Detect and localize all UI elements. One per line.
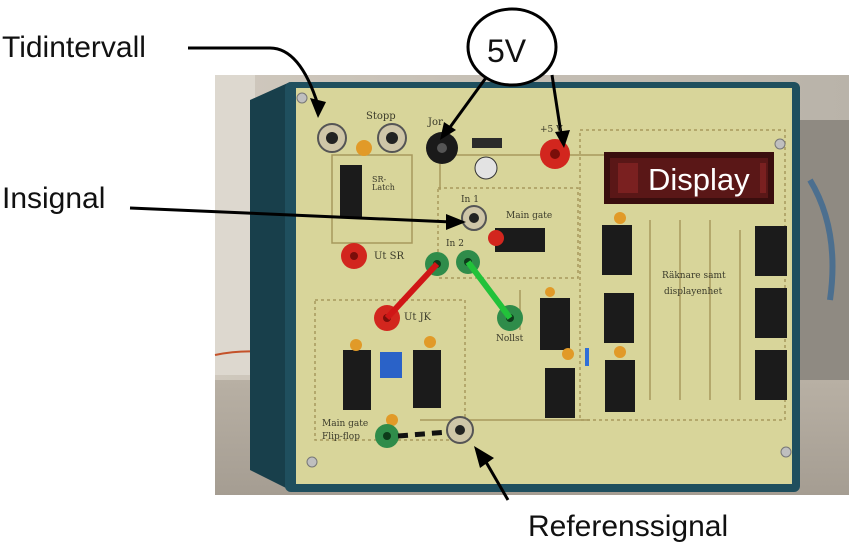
silk-in2: In 2 [446, 239, 464, 249]
jack-ut-sr-red [341, 243, 367, 269]
diode [472, 138, 502, 148]
electrolytic-capacitor [474, 156, 498, 180]
jack-reference [446, 416, 474, 444]
label-tidintervall: Tidintervall [2, 31, 146, 64]
jack-stopp-right [377, 123, 407, 153]
silk-main-gate-ff: Main gate [322, 419, 369, 429]
wire-dashed [397, 429, 449, 439]
arrowheads [310, 98, 570, 468]
silk-sr-latch: SR- Latch [372, 175, 395, 192]
arrow-tidintervall [188, 46, 320, 106]
voltage-callout-circle [466, 7, 558, 87]
jack-5v-red [540, 139, 570, 169]
mounting-screws [296, 92, 792, 468]
arrowhead-5v-ground [440, 122, 456, 140]
silk-displayenhet: displayenhet [664, 287, 723, 297]
annotation-arrows [129, 46, 564, 501]
capacitors [350, 140, 626, 426]
arrow-insignal [129, 206, 453, 224]
silk-ut-jk: Ut JK [404, 312, 432, 323]
silk-flip-flop: Flip-flop [322, 432, 360, 442]
led-blue [585, 348, 589, 366]
label-display: Display [648, 162, 750, 197]
arrowhead-referenssignal [474, 446, 494, 468]
silk-nollst: Nollst [496, 334, 524, 344]
label-5v: 5V [487, 33, 527, 69]
arrow-5v-red [550, 74, 564, 141]
label-referenssignal: Referenssignal [528, 510, 729, 543]
jack-stopp-left [317, 123, 347, 153]
arrowhead-insignal [446, 214, 466, 230]
jack-in1 [461, 205, 487, 231]
silk-stopp: Stopp [366, 111, 396, 122]
silk-main-gate: Main gate [506, 211, 553, 221]
arrow-5v-ground [446, 74, 490, 131]
label-insignal: Insignal [2, 182, 106, 215]
wire-red [384, 261, 440, 321]
arrowhead-5v-red [555, 130, 570, 148]
silk-jord: Jor [428, 117, 443, 128]
wire-green [465, 260, 513, 320]
jack-small-red [488, 230, 504, 246]
arrow-referenssignal [484, 461, 510, 501]
arrowhead-tidintervall [310, 98, 326, 118]
silk-rakneare: Räknare samt [662, 271, 726, 281]
display-module [604, 152, 774, 204]
jack-ff-green [375, 424, 399, 448]
silk-in1: In 1 [461, 195, 479, 205]
trimmer-potentiometer [380, 352, 402, 378]
silk-ut-sr: Ut SR [374, 251, 405, 262]
jack-ground-black [426, 132, 458, 164]
silk-plus5v: +5 V [540, 125, 563, 135]
